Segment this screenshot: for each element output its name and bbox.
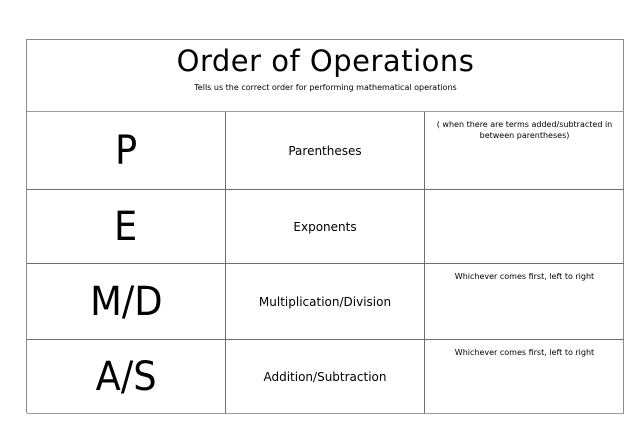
row-note: ( when there are terms added/subtracted … [436, 120, 613, 140]
table-row-exponents: E Exponents [27, 190, 624, 264]
letter-cell: P [27, 112, 226, 189]
page-title: Order of Operations [176, 44, 475, 78]
name-cell: Parentheses [226, 112, 425, 189]
row-name: Addition/Subtraction [263, 369, 387, 384]
table-row-multiplication-division: M/D Multiplication/Division Whichever co… [27, 264, 624, 340]
row-name: Multiplication/Division [258, 294, 392, 309]
letter-cell: E [27, 190, 226, 263]
table-row-parentheses: P Parentheses ( when there are terms add… [27, 112, 624, 190]
row-note: Whichever comes first, left to right [454, 348, 595, 357]
row-name: Parentheses [288, 143, 362, 158]
row-letter: A/S [95, 353, 157, 400]
order-of-operations-table: Order of Operations Tells us the correct… [26, 39, 624, 414]
row-note: Whichever comes first, left to right [454, 272, 595, 281]
name-cell: Multiplication/Division [226, 264, 425, 339]
row-letter: E [114, 203, 138, 250]
table-row-addition-subtraction: A/S Addition/Subtraction Whichever comes… [27, 340, 624, 414]
name-cell: Addition/Subtraction [226, 340, 425, 413]
name-cell: Exponents [226, 190, 425, 263]
note-cell: Whichever comes first, left to right [425, 340, 624, 413]
row-letter: P [114, 127, 138, 174]
letter-cell: M/D [27, 264, 226, 339]
note-cell: Whichever comes first, left to right [425, 264, 624, 339]
table-header: Order of Operations Tells us the correct… [27, 40, 624, 112]
letter-cell: A/S [27, 340, 226, 413]
row-letter: M/D [89, 278, 163, 325]
row-name: Exponents [293, 219, 357, 234]
note-cell: ( when there are terms added/subtracted … [425, 112, 624, 189]
page-subtitle: Tells us the correct order for performin… [194, 83, 457, 92]
note-cell [425, 190, 624, 263]
